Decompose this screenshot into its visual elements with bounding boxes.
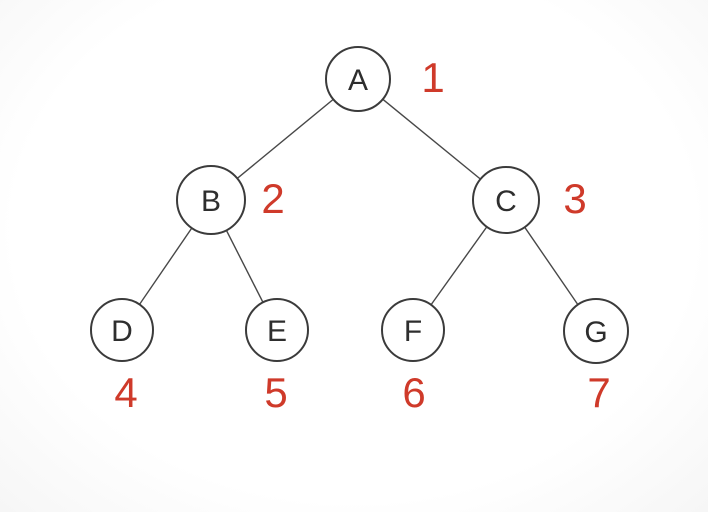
order-number-D: 4	[114, 369, 137, 416]
order-number-F: 6	[402, 369, 425, 416]
node-A-label: A	[348, 64, 368, 97]
order-number-A: 1	[421, 54, 444, 101]
node-B-label: B	[201, 185, 221, 218]
node-E-label: E	[267, 315, 287, 348]
order-number-B: 2	[261, 175, 284, 222]
node-C-label: C	[495, 185, 517, 218]
order-number-G: 7	[587, 369, 610, 416]
node-G-label: G	[584, 316, 607, 349]
node-A-circle	[325, 46, 391, 112]
node-B-circle	[176, 165, 246, 235]
order-number-C: 3	[563, 175, 586, 222]
node-D-label: D	[111, 315, 133, 348]
node-F-label: F	[404, 315, 422, 348]
node-E-circle	[245, 298, 309, 362]
node-F-circle	[381, 298, 445, 362]
node-C-circle	[472, 166, 540, 234]
node-D-circle	[90, 298, 154, 362]
node-G-circle	[563, 298, 629, 364]
order-number-E: 5	[264, 369, 287, 416]
